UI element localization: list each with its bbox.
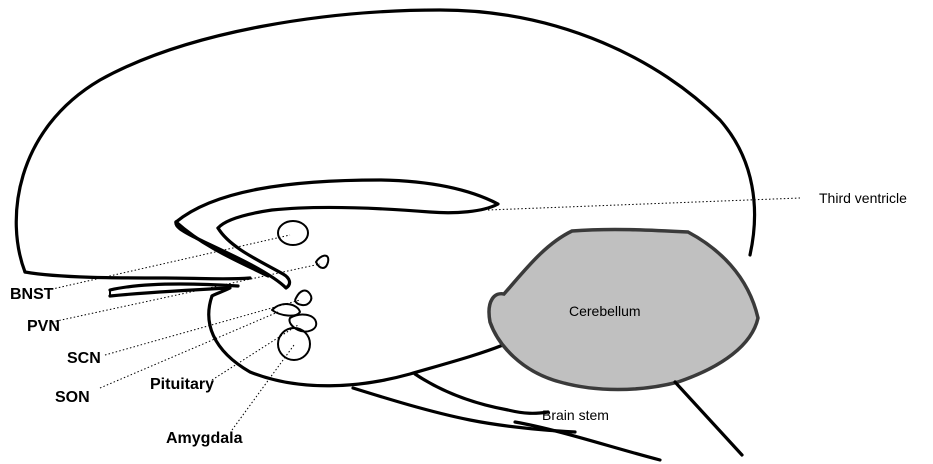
brain-stem-lower-edge: [515, 422, 660, 460]
brain-stem-label: Brain stem: [542, 407, 609, 423]
amygdala-label: Amygdala: [166, 430, 243, 447]
corpus-callosum-outer: [176, 180, 498, 228]
olfactory-tract-lower: [110, 288, 230, 296]
son-label: SON: [55, 389, 90, 406]
scn-nucleus: [295, 291, 311, 306]
third-ventricle-label: Third ventricle: [819, 190, 907, 206]
basal-forebrain-outline: [25, 272, 250, 279]
bnst-label: BNST: [10, 286, 54, 303]
pvn-label: PVN: [27, 318, 60, 335]
scn-label: SCN: [67, 350, 101, 367]
bnst-nucleus: [278, 221, 308, 245]
pvn-nucleus: [316, 256, 328, 268]
cerebellum-label: Cerebellum: [569, 303, 641, 319]
son-nucleus: [272, 304, 300, 316]
scn-leader: [105, 300, 300, 355]
amygdala-nucleus: [278, 328, 310, 360]
brain-stem-upper-edge: [415, 374, 548, 413]
amygdala-leader: [232, 345, 294, 430]
temporal-lobe-outline: [209, 296, 503, 386]
pituitary-label: Pituitary: [150, 376, 214, 393]
spinal-cord-line: [675, 382, 742, 455]
bnst-leader: [48, 235, 290, 290]
pituitary-gland: [289, 315, 316, 332]
